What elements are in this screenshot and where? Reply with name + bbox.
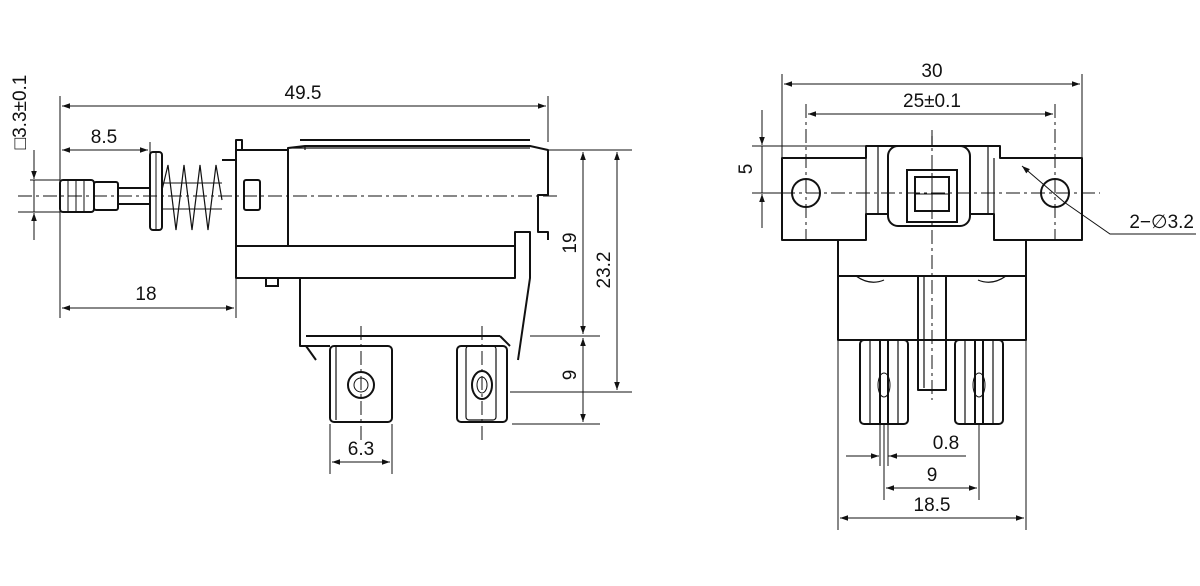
plunger (59, 151, 163, 231)
dim-overall-width-label: 30 (921, 61, 942, 82)
front-terminal-left (859, 339, 909, 425)
dim-total-height: 23.2 (594, 152, 620, 390)
dim-mount-holes: 2−∅3.2 (1021, 165, 1196, 235)
dim-hole-spacing-label: 25±0.1 (903, 91, 961, 112)
dim-body-height-label: 19 (560, 232, 581, 253)
dim-terminal-width: 6.3 (332, 439, 390, 465)
dim-pin-spacing-label: 9 (927, 465, 938, 486)
dim-body-height: 19 (560, 152, 586, 334)
dim-mount-holes-label: 2−∅3.2 (1129, 212, 1194, 233)
dim-flange-height: 5 (736, 110, 765, 228)
dim-plunger-to-flange-label: 8.5 (91, 127, 117, 148)
dim-flange-height-label: 5 (736, 164, 757, 175)
frame-bracket (222, 139, 549, 247)
dim-square-section-label: □3.3±0.1 (10, 75, 31, 150)
dim-square-section: □3.3±0.1 (10, 75, 37, 240)
dim-plunger-to-flange: 8.5 (62, 127, 148, 153)
dim-terminal-span: 18.5 (840, 495, 1024, 521)
dim-overall-length-label: 49.5 (285, 83, 322, 104)
switch-body (235, 231, 531, 361)
dim-overall-length: 49.5 (62, 83, 546, 109)
dim-plunger-offset-label: 18 (135, 284, 156, 305)
dim-pin-thickness: 0.8 (846, 433, 966, 459)
side-view: 49.5 8.5 18 □3.3±0.1 19 23.2 9 (10, 75, 632, 474)
dim-terminal-height: 9 (560, 338, 586, 422)
dim-pin-spacing: 9 (886, 465, 977, 491)
dim-plunger-offset: 18 (62, 284, 234, 311)
front-terminal-right (954, 339, 1004, 425)
dim-terminal-height-label: 9 (560, 370, 581, 381)
dim-terminal-width-label: 6.3 (348, 439, 374, 460)
dim-terminal-span-label: 18.5 (914, 495, 951, 516)
plunger-housing (877, 136, 989, 227)
dim-hole-spacing: 25±0.1 (808, 91, 1053, 117)
side-extension-lines (18, 96, 632, 474)
front-view: 30 25±0.1 5 2−∅3.2 0.8 9 18 (736, 61, 1196, 530)
dim-total-height-label: 23.2 (594, 252, 615, 289)
spring (161, 164, 223, 231)
dim-pin-thickness-label: 0.8 (933, 433, 959, 454)
dim-overall-width: 30 (784, 61, 1080, 87)
front-extension-lines (752, 74, 1083, 530)
